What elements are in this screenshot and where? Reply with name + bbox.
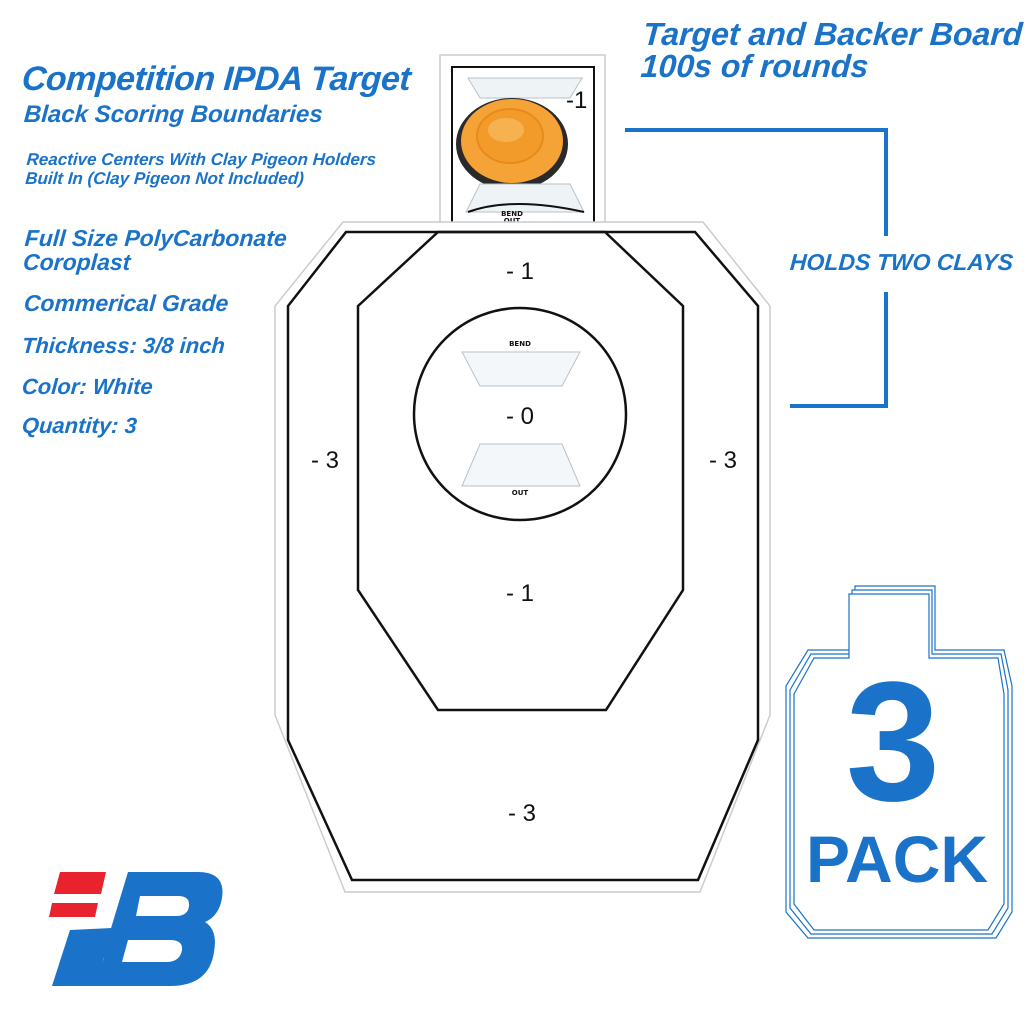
logo-red-stripe-top — [54, 872, 106, 894]
head-score: -1 — [566, 87, 587, 114]
center-score: - 0 — [506, 403, 534, 430]
head-out-label: OUT — [504, 217, 521, 225]
right-score: - 3 — [709, 447, 737, 474]
three-pack-badge: 3 PACK — [785, 585, 1013, 939]
center-out-label: OUT — [512, 489, 529, 497]
lower-inner-score: - 1 — [506, 580, 534, 607]
target-head-plate: BEND OUT -1 — [439, 54, 606, 228]
callout-bracket-lower — [790, 292, 888, 408]
pack-label: PACK — [806, 822, 988, 896]
pack-number: 3 — [846, 647, 941, 837]
head-bend-label: BEND — [501, 210, 523, 218]
center-bend-label: BEND — [509, 340, 531, 348]
logo-letter-b — [94, 872, 223, 986]
logo-red-stripe-bottom — [49, 903, 98, 917]
brand-logo — [49, 872, 223, 986]
upper-score: - 1 — [506, 258, 534, 285]
target-body-plate: BEND OUT - 1 - 0 - 3 - 3 - 1 - 3 — [274, 221, 771, 893]
logo-blue-stripe — [52, 928, 112, 986]
bottom-score: - 3 — [508, 800, 536, 827]
left-score: - 3 — [311, 447, 339, 474]
callout-bracket — [625, 128, 888, 236]
